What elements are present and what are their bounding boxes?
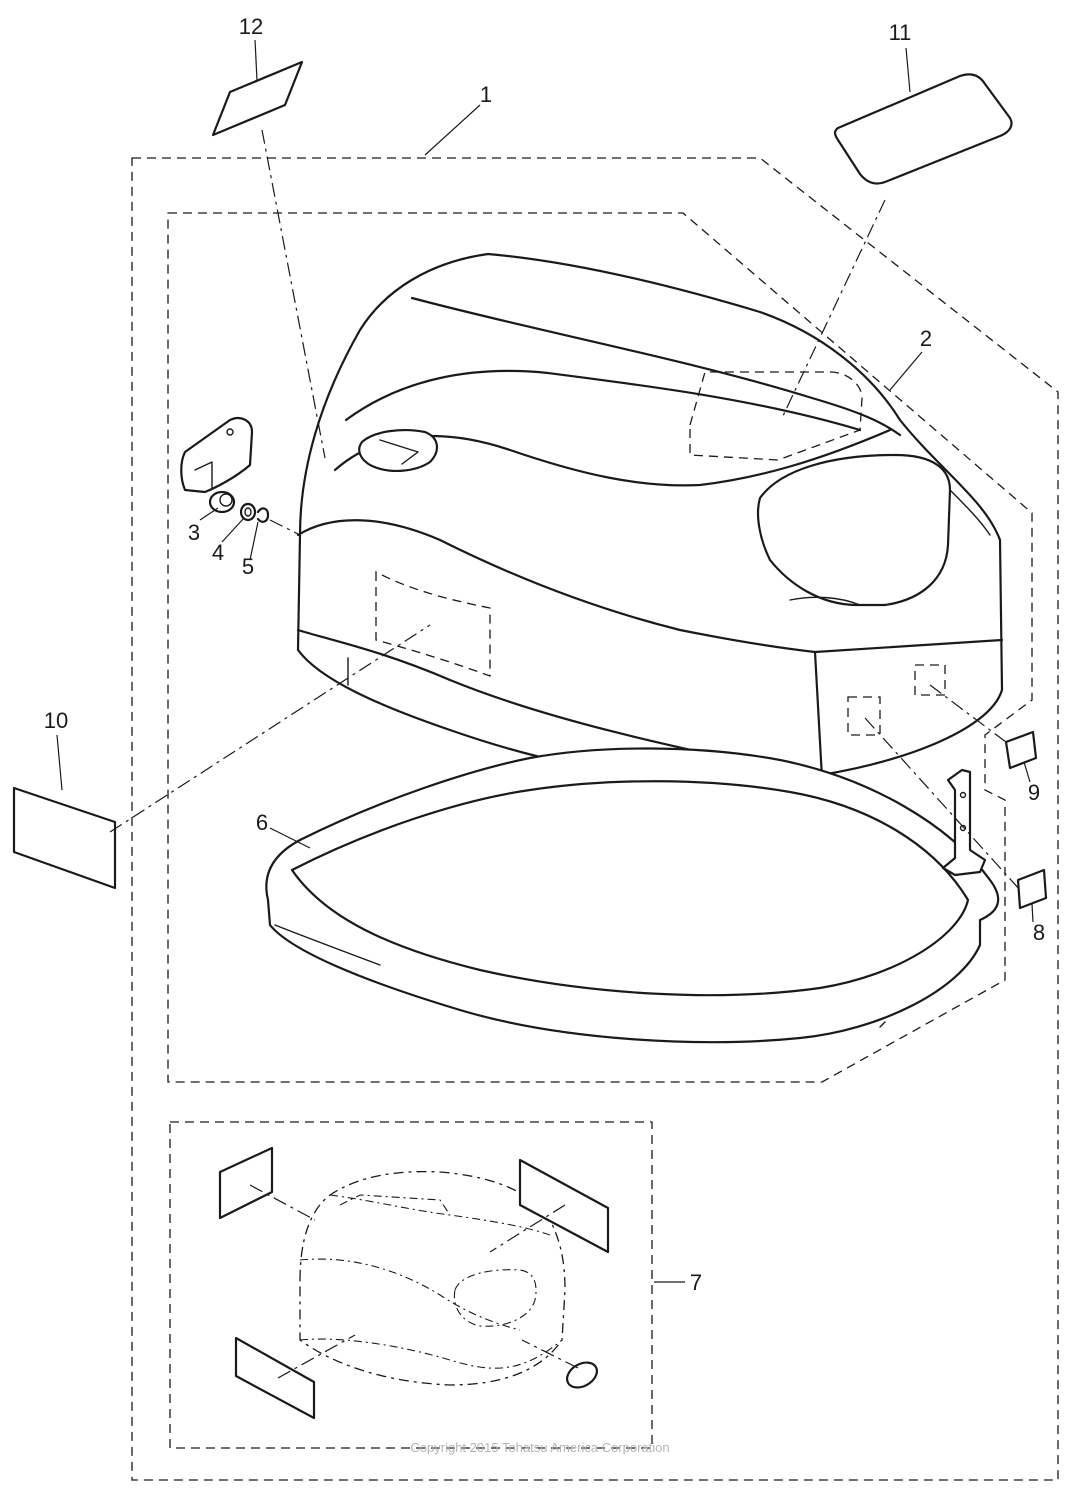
callout-9: 9 <box>1028 780 1040 805</box>
callout-12: 12 <box>239 14 263 39</box>
callout-6: 6 <box>256 810 268 835</box>
callout-10: 10 <box>44 708 68 733</box>
decal-11 <box>833 73 1013 185</box>
assembly-2-boundary <box>167 212 1033 1083</box>
callout-7: 7 <box>690 1270 702 1295</box>
clip-5 <box>256 507 270 523</box>
z-bracket <box>941 768 987 877</box>
engine-cover <box>296 252 1004 783</box>
callout-4: 4 <box>212 540 224 565</box>
kit-7-boundary <box>169 1121 653 1449</box>
bushing-3 <box>208 490 236 514</box>
kit-decal-left-top <box>218 1146 274 1220</box>
callout-2: 2 <box>920 326 932 351</box>
decal-10 <box>12 786 117 890</box>
decal-9 <box>1004 730 1038 770</box>
decal-12 <box>211 60 304 137</box>
washer-4 <box>239 502 257 522</box>
callout-1: 1 <box>480 82 492 107</box>
callout-3: 3 <box>188 520 200 545</box>
kit-7-cover <box>299 1170 566 1386</box>
kit-decal-oval <box>565 1361 599 1389</box>
decal-8 <box>1016 868 1048 910</box>
seal-ring <box>265 747 1000 1044</box>
kit-decal-left-bottom <box>234 1336 316 1420</box>
assembly-1-boundary <box>131 157 1059 1481</box>
callout-8: 8 <box>1033 920 1045 945</box>
callout-5: 5 <box>242 554 254 579</box>
callout-11: 11 <box>889 20 912 45</box>
hook-plate <box>180 416 254 494</box>
copyright-notice: Copyright 2015 Tohatsu America Corporati… <box>410 1440 669 1455</box>
